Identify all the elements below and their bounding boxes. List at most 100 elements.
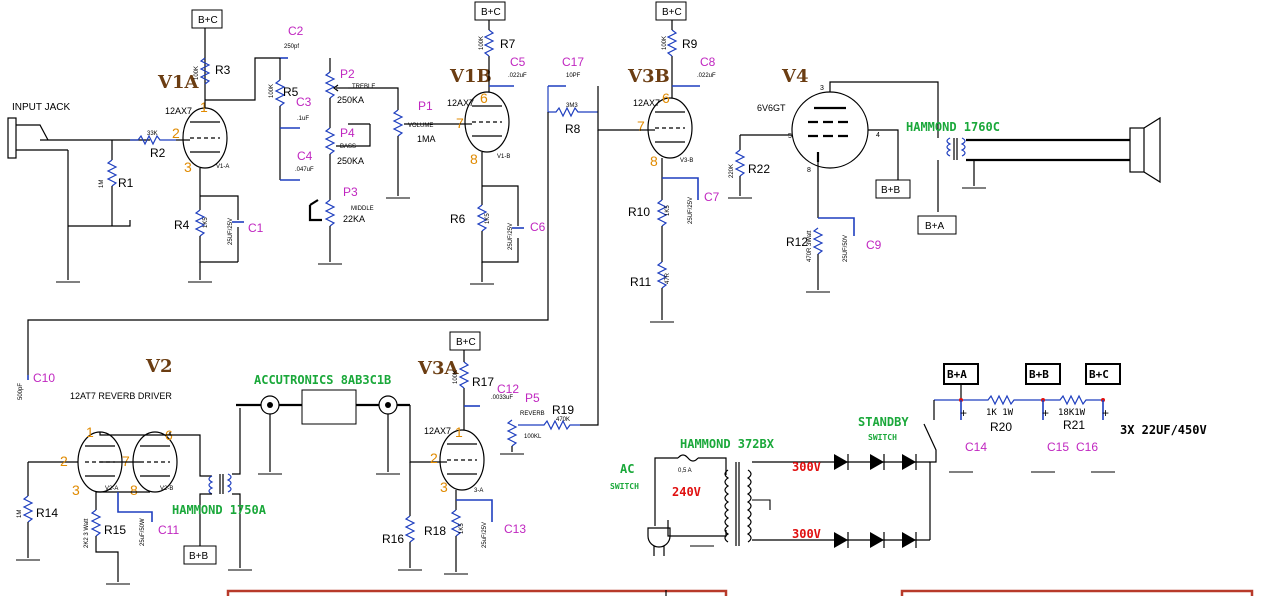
- r6-label: R6: [450, 212, 466, 226]
- rectifier-diodes: [820, 454, 930, 548]
- svg-text:.1uF: .1uF: [297, 116, 309, 122]
- svg-text:SWITCH: SWITCH: [868, 433, 897, 442]
- svg-text:0,5 A: 0,5 A: [678, 468, 692, 474]
- svg-text:B+B: B+B: [189, 551, 209, 562]
- svg-text:B+C: B+C: [198, 15, 218, 26]
- r10-label: R10: [628, 205, 650, 219]
- svg-text:22KA: 22KA: [343, 214, 365, 224]
- svg-text:250KA: 250KA: [337, 95, 364, 105]
- c12-label: C12: [497, 382, 519, 396]
- svg-text:1K5: 1K5: [665, 205, 671, 216]
- svg-text:+: +: [1042, 406, 1049, 420]
- c4-label: C4: [297, 149, 313, 163]
- svg-text:V1-B: V1-B: [497, 154, 510, 160]
- svg-text:1K5: 1K5: [203, 217, 209, 228]
- r2-label: R2: [150, 146, 166, 160]
- v240-label: 240V: [672, 485, 701, 499]
- svg-text:100K: 100K: [194, 66, 200, 80]
- svg-text:1K5: 1K5: [459, 523, 465, 534]
- svg-text:100K: 100K: [269, 84, 275, 98]
- reverb-tank: [301, 389, 357, 425]
- reverb-transformer: [208, 473, 232, 495]
- svg-text:2: 2: [172, 125, 180, 141]
- svg-text:25UF/25V: 25UF/25V: [228, 218, 234, 245]
- svg-text:25UF/25V: 25UF/25V: [508, 223, 514, 250]
- svg-text:V2-B: V2-B: [160, 486, 173, 492]
- accutronics-label: ACCUTRONICS 8AB3C1B: [254, 373, 391, 387]
- svg-text:1: 1: [455, 424, 463, 440]
- svg-text:25uF/50W: 25uF/50W: [140, 518, 146, 546]
- v300a-label: 300V: [792, 460, 821, 474]
- svg-text:3M3: 3M3: [566, 103, 578, 109]
- c15-label: C15: [1047, 440, 1069, 454]
- svg-text:100K: 100K: [453, 370, 459, 384]
- v2-label: V2: [145, 356, 173, 377]
- c7-label: C7: [704, 190, 720, 204]
- svg-text:1: 1: [200, 99, 208, 115]
- svg-text:BASS: BASS: [340, 144, 356, 150]
- svg-text:3: 3: [72, 482, 80, 498]
- svg-text:8: 8: [650, 153, 658, 169]
- tube-v1a: V1-A: [182, 107, 229, 170]
- r17-label: R17: [472, 375, 494, 389]
- svg-text:1M: 1M: [17, 510, 23, 518]
- c2-label: C2: [288, 24, 304, 38]
- svg-text:250pf: 250pf: [284, 44, 299, 50]
- svg-text:V1-A: V1-A: [216, 164, 229, 170]
- svg-text:SWITCH: SWITCH: [610, 482, 639, 491]
- svg-text:470K: 470K: [556, 417, 570, 423]
- svg-text:B+A: B+A: [947, 368, 967, 381]
- r14-label: R14: [36, 506, 58, 520]
- r9-label: R9: [682, 37, 698, 51]
- c1-label: C1: [248, 221, 264, 235]
- c3-label: C3: [296, 95, 312, 109]
- input-jack-label: INPUT JACK: [12, 102, 70, 113]
- svg-text:V3-B: V3-B: [680, 158, 693, 164]
- p4-label: P4: [340, 126, 355, 140]
- svg-text:220K: 220K: [729, 164, 735, 178]
- p3-label: P3: [343, 185, 358, 199]
- svg-text:B+B: B+B: [1029, 368, 1049, 381]
- r3-label: R3: [215, 63, 231, 77]
- svg-text:12AX7: 12AX7: [424, 426, 451, 436]
- svg-text:25UF/25V: 25UF/25V: [688, 197, 694, 224]
- c17-label: C17: [562, 55, 584, 69]
- svg-text:2: 2: [60, 453, 68, 469]
- svg-text:TREBLE: TREBLE: [352, 84, 375, 90]
- p2-label: P2: [340, 67, 355, 81]
- svg-text:V2-A: V2-A: [105, 486, 118, 492]
- svg-text:3: 3: [184, 159, 192, 175]
- power-transformer: [724, 462, 752, 546]
- output-transformer: [946, 137, 966, 160]
- svg-text:100KL: 100KL: [524, 434, 542, 440]
- svg-text:8: 8: [807, 167, 811, 174]
- bottom-panel-left: [226, 589, 728, 596]
- svg-text:250KA: 250KA: [337, 156, 364, 166]
- svg-text:1: 1: [86, 424, 94, 440]
- svg-text:3: 3: [820, 85, 824, 92]
- svg-text:12AX7: 12AX7: [633, 98, 660, 108]
- r12-label: R12: [786, 235, 808, 249]
- tube-v2b: V2-B: [132, 431, 178, 493]
- ac-plug-icon: [647, 527, 671, 556]
- svg-text:6: 6: [480, 90, 488, 106]
- c13-label: C13: [504, 522, 526, 536]
- standby-label: STANDBY: [858, 415, 909, 429]
- hammond-1750a-label: HAMMOND 1750A: [172, 503, 267, 517]
- svg-text:33K: 33K: [147, 131, 158, 137]
- svg-text:12AT7 REVERB DRIVER: 12AT7 REVERB DRIVER: [70, 391, 172, 401]
- c5-label: C5: [510, 55, 526, 69]
- c11-label: C11: [158, 523, 179, 537]
- svg-text:B+A: B+A: [925, 221, 945, 232]
- svg-text:1K5: 1K5: [485, 213, 491, 224]
- hammond-372bx-label: HAMMOND 372BX: [680, 437, 775, 451]
- svg-text:2K2 3 Watt: 2K2 3 Watt: [84, 518, 90, 548]
- svg-text:25uF/25V: 25uF/25V: [482, 522, 488, 548]
- hammond-1760c-label: HAMMOND 1760C: [906, 120, 1000, 134]
- svg-text:1K 1W: 1K 1W: [986, 408, 1014, 418]
- svg-text:7: 7: [456, 115, 464, 131]
- tube-v3a: 3-A: [439, 429, 485, 494]
- r1-label: R1: [118, 176, 134, 190]
- svg-text:6V6GT: 6V6GT: [757, 103, 786, 113]
